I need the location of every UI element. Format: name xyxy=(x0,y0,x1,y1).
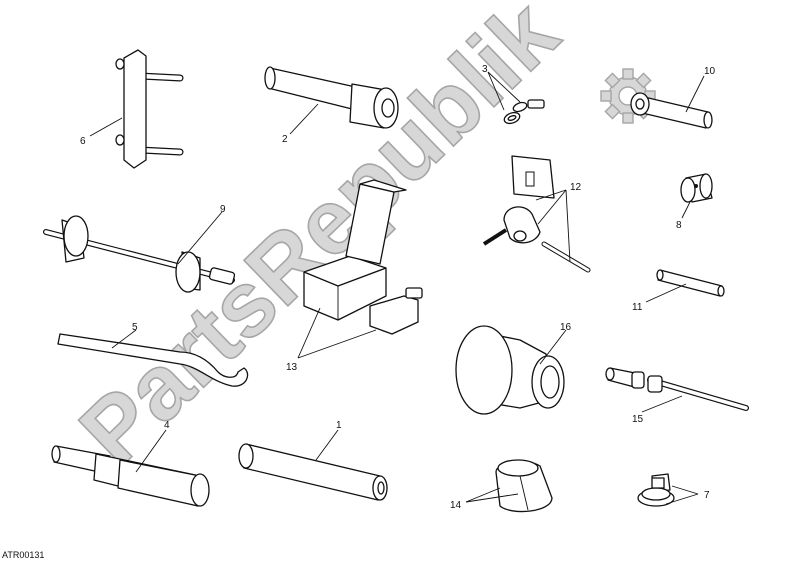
tool-14-collars xyxy=(495,459,553,513)
tool-11-pin xyxy=(656,269,725,297)
tool-10-pin xyxy=(630,92,713,129)
tool-16-flanged-bush xyxy=(455,325,565,415)
tool-1-sleeve xyxy=(238,443,388,501)
tool-13-case xyxy=(303,179,423,335)
tool-9-axle xyxy=(43,215,236,293)
callout-2: 2 xyxy=(282,134,288,145)
leader-lines xyxy=(89,71,705,505)
tool-7-adapter xyxy=(637,473,675,507)
callout-14: 14 xyxy=(450,500,462,511)
tool-6-pin-plate xyxy=(115,49,184,169)
tool-8-bush xyxy=(680,173,713,203)
tool-5-wrench xyxy=(57,333,249,387)
callout-12: 12 xyxy=(570,182,582,193)
tool-4-mandrel xyxy=(51,445,210,507)
callout-5: 5 xyxy=(132,322,138,333)
callout-15: 15 xyxy=(632,414,644,425)
callout-7: 7 xyxy=(704,490,710,501)
tool-15-rod xyxy=(605,367,749,411)
callout-8: 8 xyxy=(676,220,682,231)
callout-9: 9 xyxy=(220,204,226,215)
tool-12-set xyxy=(482,155,591,273)
callout-10: 10 xyxy=(704,66,716,77)
callout-16: 16 xyxy=(560,322,572,333)
callout-3: 3 xyxy=(482,64,488,75)
callout-1: 1 xyxy=(336,420,342,431)
tool-3-clips xyxy=(503,99,545,125)
reference-code: ATR00131 xyxy=(2,550,44,560)
callout-13: 13 xyxy=(286,362,298,373)
tool-2-stepped-drift xyxy=(264,66,399,129)
callout-labels: 6 2 3 10 9 12 8 5 13 11 16 15 4 1 14 7 xyxy=(80,64,716,511)
callout-6: 6 xyxy=(80,136,86,147)
callout-11: 11 xyxy=(632,302,643,313)
callout-4: 4 xyxy=(164,420,170,431)
